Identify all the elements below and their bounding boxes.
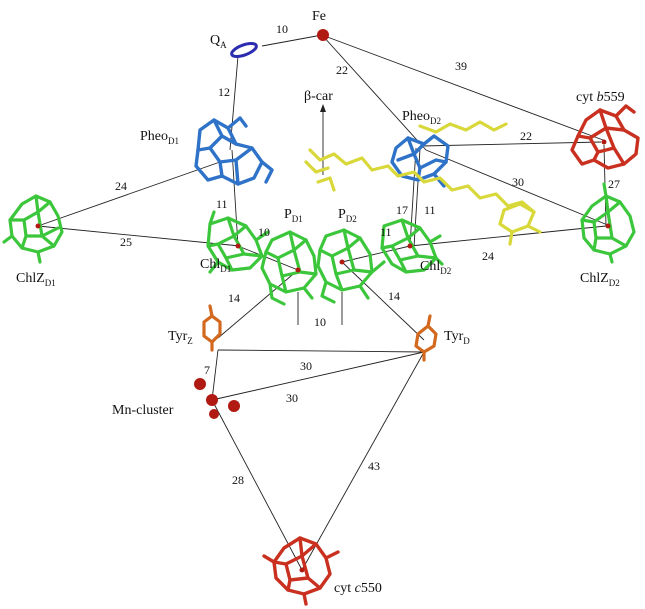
arrow-bcar-head	[320, 104, 326, 112]
label-chl-d2: ChlD2	[420, 259, 451, 276]
label-p-d2: PD2	[338, 207, 357, 224]
line-fe-cytb559	[321, 34, 604, 141]
cyt-c550-molecule	[262, 536, 340, 606]
dist-tyrz-tyrd: 30	[300, 359, 312, 373]
chlz-d1-molecule	[2, 194, 64, 264]
dist-p-d1-p-d2: 10	[314, 315, 326, 329]
cyt-b559-heme-iron	[601, 139, 607, 145]
dist-fe-cytb559: 39	[455, 59, 467, 73]
chl-d1-mg	[235, 243, 241, 249]
dist-pheo-d2-chl-d2-b: 11	[424, 203, 436, 217]
dist-fe-pheo-d2: 22	[336, 63, 348, 77]
p680-chl-cluster	[206, 210, 444, 306]
mn-cluster-atoms	[194, 378, 240, 419]
line-chlz-d1-pheo-d1	[37, 161, 221, 227]
dist-chlz-d1-chl-d1: 25	[120, 235, 132, 249]
line-chlz-d1-chl-d1	[37, 225, 241, 247]
line-p-d2-tyrd	[341, 261, 425, 341]
label-fe: Fe	[312, 9, 326, 24]
line-fe-pheo-d2	[321, 34, 427, 151]
tyr-z-molecule	[202, 304, 222, 352]
label-chlz-d1: ChlZD1	[16, 271, 56, 288]
dist-p-d1-tyrz: 14	[228, 291, 240, 305]
beta-carotene-molecule	[304, 120, 542, 246]
line-pheo-d1-chl-d1	[231, 149, 239, 247]
cyt-b559-molecule	[570, 104, 640, 170]
line-pheo-d2-cytb559	[421, 141, 602, 147]
chlz-d2-molecule	[580, 182, 636, 264]
label-tyr-d: TyrD	[444, 329, 470, 346]
label-chl-d1: ChlD1	[200, 257, 231, 274]
fe-atom	[317, 29, 329, 41]
line-p-d2-chl-d2	[341, 245, 411, 263]
qa-quinone	[230, 42, 258, 58]
dist-pheo-d2-cytb559: 22	[520, 129, 532, 143]
label-chlz-d2: ChlZD2	[580, 271, 620, 288]
distance-labels: 10 12 22 39 22 27 30 24 25 11 10 11 17 1…	[115, 22, 620, 487]
line-chl-d2-pheo-d2-a	[409, 147, 417, 247]
dist-chl-d2-chlz-d2: 24	[482, 249, 494, 263]
line-mn-tyrd	[211, 351, 425, 401]
dist-cytb559-chlz-d2: 27	[608, 177, 620, 191]
label-p-d1: PD1	[284, 207, 303, 224]
dist-tyrz-mn: 7	[204, 363, 210, 377]
dist-p-d1-chl-d1: 10	[258, 225, 270, 239]
dist-mn-tyrd: 30	[286, 391, 298, 405]
dist-mn-cyt-c550: 28	[232, 473, 244, 487]
line-mn-cyt-c550	[211, 399, 303, 571]
dist-pheo-d2-chl-d2-a: 17	[396, 203, 408, 217]
p-d1-mg	[295, 267, 301, 273]
tyr-d-molecule	[414, 314, 438, 362]
label-pheo-d1: PheoD1	[140, 129, 179, 146]
chlz-d2-mg	[605, 223, 611, 229]
line-chl-d2-chlz-d2	[409, 225, 607, 247]
dist-chlz-d1-pheo-d1: 24	[115, 179, 127, 193]
pheo-d2-molecule	[390, 134, 450, 188]
dist-tyrd-cyt-c550: 43	[368, 459, 380, 473]
label-mn-cluster: Mn-cluster	[112, 403, 174, 418]
line-chl-d1-p-d1	[237, 245, 299, 271]
label-tyr-z: TyrZ	[168, 329, 193, 346]
line-tyrz-mn	[211, 349, 219, 401]
chl-d2-mg	[407, 243, 413, 249]
connector-lines	[37, 34, 611, 571]
p-d2-mg	[339, 259, 345, 265]
line-tyrd-cyt-c550	[301, 351, 425, 571]
dist-pheo-d2-chlz-d2: 30	[512, 175, 524, 189]
dist-pheo-d1-chl-d1: 11	[216, 197, 228, 211]
label-cyt-b559: cyt b559	[576, 90, 625, 105]
dist-qa-fe: 10	[276, 22, 288, 36]
cyt-c550-heme-iron	[299, 567, 305, 573]
label-beta-carotene: β-car	[304, 89, 333, 104]
label-pheo-d2: PheoD2	[402, 109, 441, 126]
dist-p-d2-chl-d2: 11	[380, 225, 392, 239]
line-qa-fe	[261, 34, 323, 47]
line-tyrz-tyrd	[217, 349, 425, 353]
dist-qa-pheo-d1: 12	[218, 85, 230, 99]
label-cyt-c550: cyt c550	[334, 581, 382, 596]
line-pheo-d2-chlz-d2	[425, 149, 611, 227]
pheo-d1-molecule	[194, 116, 274, 186]
label-qa: QA	[210, 33, 227, 50]
cofactor-labels: QA Fe β-car PheoD1 PheoD2 cyt b559 ChlZD…	[16, 9, 625, 596]
dist-p-d2-tyrd: 14	[388, 289, 400, 303]
chlz-d1-mg	[35, 223, 41, 229]
